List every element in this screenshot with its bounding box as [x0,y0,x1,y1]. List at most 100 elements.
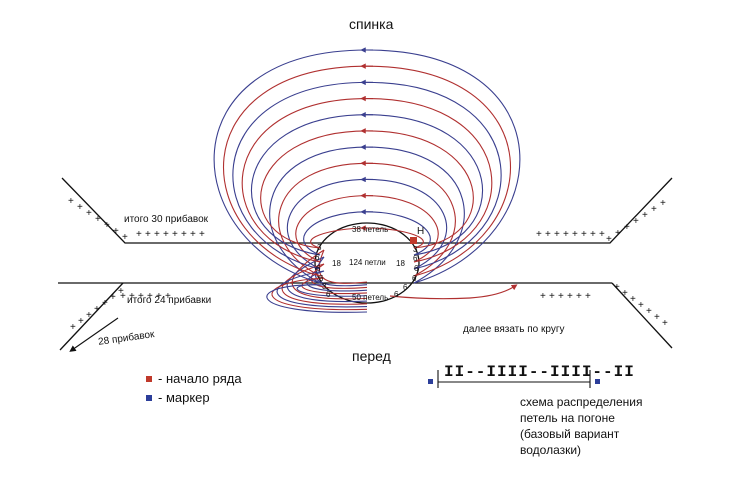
right-count-6-c: 6 [412,274,417,283]
raglan-row-sweep [310,263,368,289]
scheme-marker-right [595,379,600,384]
plus-right-upper: + [615,228,621,239]
raglan-row-sweep [276,270,368,308]
right-count-6-b: 6 [414,264,419,273]
left-count-6-a: 6 [315,253,320,262]
plus-right-lower: + [614,282,620,293]
plus-right-upper: + [642,210,648,221]
bottom-loops-label: 50 петель [352,293,389,302]
back-increases-label: итого 30 прибавок [124,214,209,225]
plus-right-lower: + [654,312,660,323]
raglan-row-loop [241,97,493,263]
continue-round-arrow [389,284,518,300]
plus-left-upper: + [113,226,119,237]
plus-left-upper: + [77,202,83,213]
plus-back-right: + [554,229,560,240]
plus-left-upper: + [95,214,101,225]
plus-front-left: + [120,291,126,302]
garment-outline [58,177,673,351]
plus-back-right: + [581,229,587,240]
right-count-6-d: 6 [403,283,408,292]
front-title: перед [352,348,391,364]
scheme-caption-line-1: схема распределения [520,395,643,409]
raglan-row-loop [232,81,502,270]
left-count-18: 18 [332,259,341,268]
left-count-6-d: 6 [326,290,331,299]
plus-front-right: + [576,291,582,302]
left-count-6-c: 6 [319,274,324,283]
plus-left-lower: + [118,286,124,297]
scheme-bracket [437,370,591,388]
raglan-row-sweep [314,256,368,287]
scheme-caption: схема распределения петель на погоне (ба… [520,394,643,458]
plus-back-left: + [154,229,160,240]
legend-red-square [146,376,152,382]
plus-left-lower: + [78,316,84,327]
outline-left-upper [61,177,673,244]
plus-back-left: + [163,229,169,240]
left-count-6-b: 6 [316,264,321,273]
continue-round-label: далее вязать по кругу [463,324,565,335]
plus-right-upper: + [651,204,657,215]
plus-front-right: + [549,291,555,302]
plus-right-lower: + [646,306,652,317]
left-count-3-top: 3 [317,243,322,252]
scheme-marker-left [428,379,433,384]
plus-front-left: + [156,291,162,302]
scheme-caption-line-4: водолазки) [520,443,582,457]
raglan-row-sweep [291,249,368,300]
plus-right-upper: + [633,216,639,227]
right-count-3-top: 3 [413,245,418,254]
legend-marker: - маркер [158,390,210,405]
raglan-row-loop [223,65,511,277]
plus-left-lower: + [70,322,76,333]
back-title: спинка [349,16,394,32]
right-count-18: 18 [396,259,405,268]
plus-back-right: + [572,229,578,240]
plus-left-lower: + [94,304,100,315]
plus-left-upper: + [68,196,74,207]
plus-back-left: + [145,229,151,240]
plus-left-lower: + [102,298,108,309]
plus-back-right: + [599,229,605,240]
plus-left-lower: + [110,292,116,303]
plus-back-left: + [181,229,187,240]
plus-right-upper: + [606,234,612,245]
front-increases-label: итого 24 прибавки [127,295,212,306]
raglan-row-sweep [271,277,368,311]
plus-right-lower: + [638,300,644,311]
top-loops-label: 38 петель [352,225,389,234]
sleeve-arrow [69,317,119,352]
plus-right-lower: + [630,294,636,305]
neck-marker-h: Н [417,226,425,237]
plus-front-left: + [147,291,153,302]
plus-back-right: + [536,229,542,240]
right-count-6-a: 6 [413,254,418,263]
plus-left-upper: + [86,208,92,219]
left-count-3-bottom: 3 [322,282,327,291]
plus-right-upper: + [624,222,630,233]
plus-right-lower: + [662,318,668,329]
plus-left-lower: + [86,310,92,321]
middle-loops-label: 124 петли [349,258,386,267]
increase-markers: ++++++++++++++++++++++++++++++++++++++++… [68,196,668,333]
outline-shoulder-left [59,282,124,351]
plus-back-right: + [563,229,569,240]
plus-left-upper: + [104,220,110,231]
plus-front-left: + [129,291,135,302]
plus-front-right: + [558,291,564,302]
scheme-pattern: II--IIII--IIII--II [444,363,635,381]
plus-front-right: + [540,291,546,302]
right-count-6-e: 6 [394,290,399,299]
outline-shoulder-right [611,282,673,349]
plus-back-right: + [590,229,596,240]
scheme-caption-line-2: петель на погоне [520,411,615,425]
scheme-caption-line-3: (базовый вариант [520,427,620,441]
plus-front-left: + [138,291,144,302]
neck-oval [314,222,420,304]
plus-back-right: + [545,229,551,240]
plus-right-lower: + [622,288,628,299]
raglan-row-sweep [266,284,368,313]
legend-blue-square [146,395,152,401]
